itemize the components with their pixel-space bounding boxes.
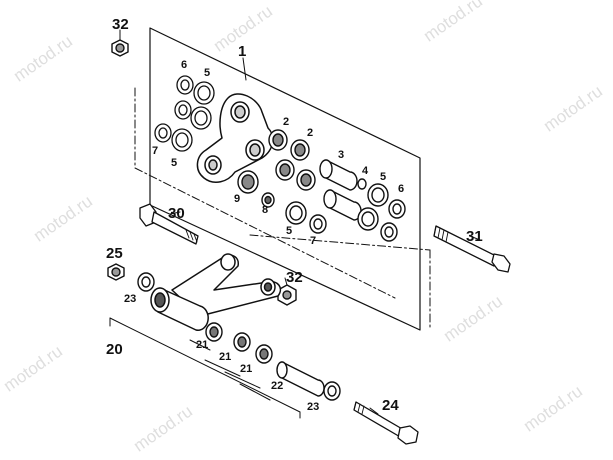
callout-30: 30 [168, 205, 185, 222]
callout-2: 2 [307, 127, 314, 139]
spacer-sleeve [276, 361, 325, 397]
assembly-dashed-outline [249, 234, 431, 251]
collar [137, 272, 155, 292]
spacer-sleeve [323, 189, 362, 221]
assembly-panel [149, 27, 421, 331]
callout-24: 24 [382, 397, 399, 414]
bolt [139, 203, 199, 245]
callout-7: 7 [310, 235, 317, 247]
seal-ring [174, 100, 192, 120]
callout-31: 31 [466, 228, 483, 245]
callout-7: 7 [152, 145, 159, 157]
seal-ring [193, 81, 215, 105]
callout-21: 21 [196, 339, 209, 351]
callout-8: 8 [262, 204, 269, 216]
small-bushing [261, 192, 275, 208]
seal-ring [388, 199, 406, 219]
seal-ring [190, 106, 212, 130]
callout-32: 32 [112, 16, 129, 33]
callout-5: 5 [380, 171, 387, 183]
callout-4: 4 [362, 165, 369, 177]
seal-ring [285, 201, 307, 225]
needle-bearing [233, 332, 251, 352]
leader-line [242, 57, 247, 81]
callout-5: 5 [204, 67, 211, 79]
callout-32: 32 [286, 269, 303, 286]
needle-bearing [275, 159, 295, 181]
assembly-dashed-outline [134, 87, 396, 299]
seal-ring [357, 207, 379, 231]
callout-22: 22 [271, 380, 284, 392]
seal-ring [176, 75, 194, 95]
callout-20: 20 [106, 341, 123, 358]
hex-nut [107, 263, 125, 281]
small-washer [357, 178, 367, 190]
callout-9: 9 [234, 193, 241, 205]
callout-3: 3 [338, 149, 345, 161]
seal-ring [380, 222, 398, 242]
callout-2: 2 [283, 116, 290, 128]
assembly-bracket [109, 317, 301, 419]
bolt [433, 225, 511, 273]
needle-bearing [290, 139, 310, 161]
leader-line [119, 29, 481, 415]
needle-bearing [237, 170, 259, 194]
callout-6: 6 [181, 59, 188, 71]
seal-ring [171, 128, 193, 152]
needle-bearing [255, 344, 273, 364]
spacer-sleeve [319, 159, 358, 191]
collar [323, 381, 341, 401]
callout-1: 1 [238, 43, 247, 60]
seal-ring [154, 123, 172, 143]
link-plate [196, 93, 274, 184]
callout-25: 25 [106, 245, 123, 262]
callout-23: 23 [307, 401, 320, 413]
callout-5: 5 [286, 225, 293, 237]
seal-ring [367, 183, 389, 207]
bolt [353, 401, 419, 445]
pivot-arm [150, 253, 282, 331]
callout-6: 6 [398, 183, 405, 195]
needle-bearing [268, 129, 288, 151]
seal-ring [309, 214, 327, 234]
callout-21: 21 [240, 363, 253, 375]
needle-bearing [205, 322, 223, 342]
callout-23: 23 [124, 293, 137, 305]
callout-21: 21 [219, 351, 232, 363]
needle-bearing [296, 169, 316, 191]
hex-nut [111, 39, 129, 57]
callout-5: 5 [171, 157, 178, 169]
